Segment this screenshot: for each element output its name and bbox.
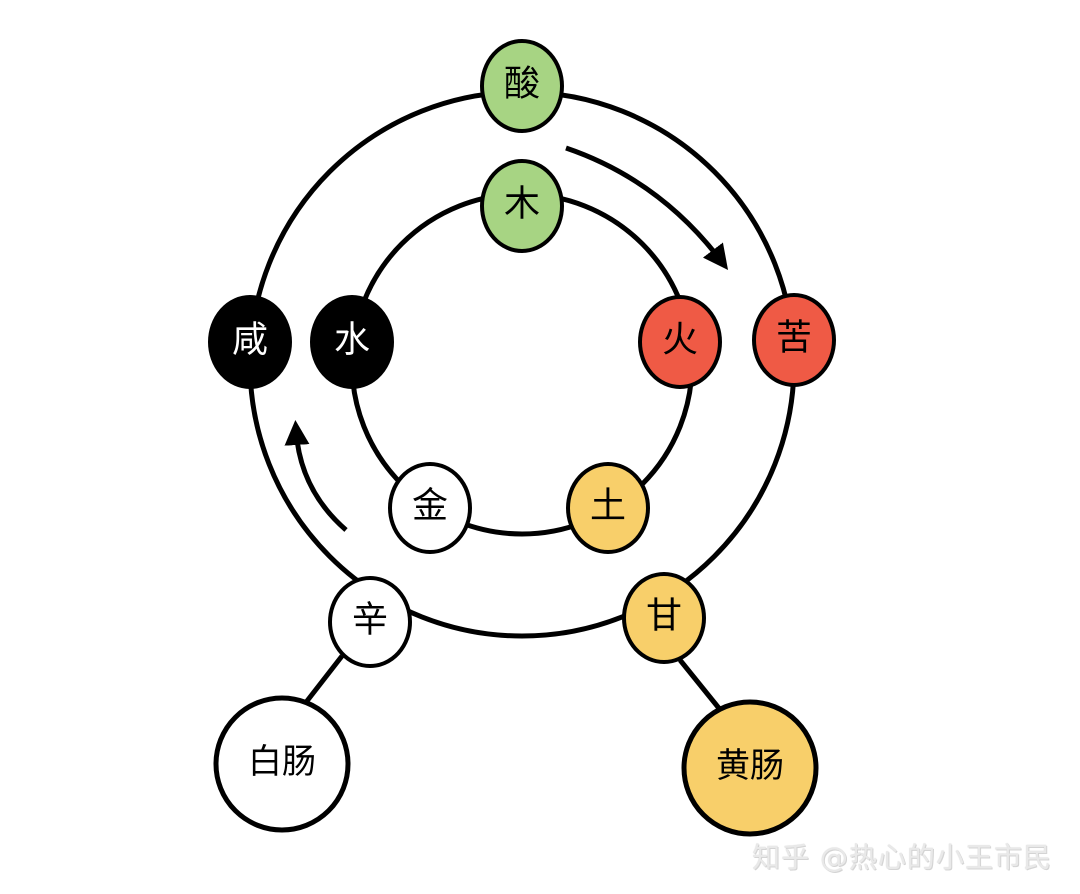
connector-sweet-yellow-bowel	[678, 658, 724, 714]
label-white-bowel: 白肠	[248, 742, 316, 782]
clockwise-arrow	[565, 145, 729, 270]
node-earth: 土	[566, 462, 650, 554]
watermark: 知乎 @热心的小王市民	[752, 841, 1052, 874]
node-sour: 酸	[480, 39, 564, 133]
label-water: 水	[334, 320, 370, 361]
node-yellow-bowel: 黄肠	[681, 699, 819, 837]
node-water: 水	[310, 295, 394, 389]
label-earth: 土	[590, 486, 626, 527]
label-bitter: 苦	[776, 318, 812, 359]
label-salty: 咸	[232, 320, 268, 361]
node-white-bowel: 白肠	[213, 695, 351, 833]
node-bitter: 苦	[752, 293, 836, 387]
label-wood: 木	[504, 184, 540, 225]
label-metal: 金	[412, 486, 448, 527]
label-yellow-bowel: 黄肠	[716, 746, 784, 786]
label-sour: 酸	[504, 64, 540, 105]
node-pungent: 辛	[328, 576, 412, 668]
label-sweet: 甘	[646, 596, 682, 637]
node-wood: 木	[480, 159, 564, 253]
node-sweet: 甘	[622, 572, 706, 664]
node-fire: 火	[638, 295, 722, 389]
node-metal: 金	[388, 462, 472, 554]
upward-arrow	[284, 420, 348, 532]
label-pungent: 辛	[352, 600, 388, 641]
node-salty: 咸	[208, 295, 292, 389]
label-fire: 火	[662, 320, 698, 361]
